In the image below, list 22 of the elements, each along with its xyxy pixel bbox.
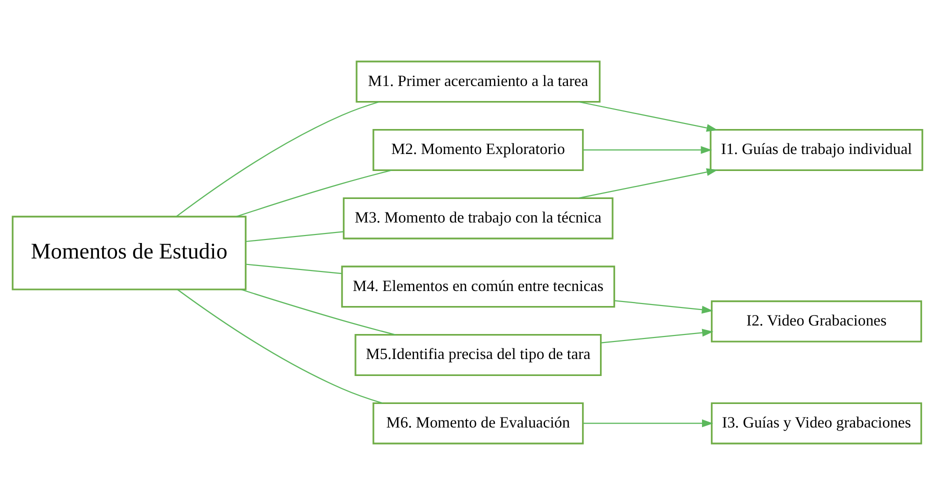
- connector: [176, 100, 380, 216]
- arrow: [578, 168, 718, 198]
- node-box: I3. Guías y Video grabaciones: [710, 402, 922, 444]
- connector: [246, 263, 342, 274]
- node-box: M4. Elementos en común entre tecnicas: [341, 265, 616, 308]
- arrow: [583, 418, 714, 427]
- node-box: M3. Momento de trabajo con la técnica: [342, 196, 614, 239]
- connector: [236, 169, 392, 217]
- arrow: [614, 300, 714, 314]
- connector: [241, 288, 396, 335]
- node-box: M6. Momento de Evaluación: [372, 402, 584, 444]
- node-box: I2. Video Grabaciones: [710, 300, 922, 342]
- connector: [246, 230, 344, 242]
- arrow: [601, 328, 714, 343]
- node-box: I1. Guías de trabajo individual: [710, 128, 924, 170]
- arrow: [578, 100, 718, 132]
- connector: [177, 288, 383, 404]
- node-box: Momentos de Estudio: [12, 215, 246, 290]
- node-box: M1. Primer acercamiento a la tarea: [356, 60, 601, 102]
- node-box: M5.Identifia precisa del tipo de tara: [354, 334, 602, 376]
- arrow: [583, 146, 712, 154]
- node-box: M2. Momento Exploratorio: [372, 128, 584, 170]
